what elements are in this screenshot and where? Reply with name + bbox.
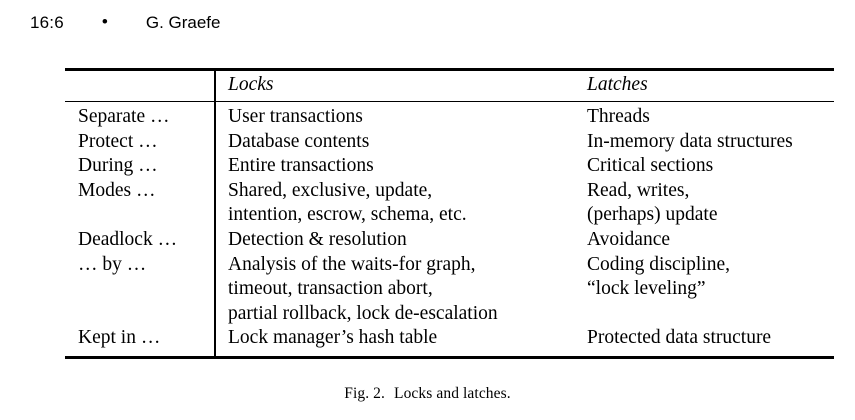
- row-latches: Protected data structure: [587, 327, 772, 349]
- table-bottom-rule: [65, 355, 834, 359]
- row-latches: Threads: [587, 106, 650, 127]
- row-aspect: Deadlock …: [78, 228, 178, 250]
- figure-caption-text: Locks and latches.: [394, 385, 511, 402]
- table-row: Modes … Shared, exclusive, update, inten…: [65, 179, 834, 228]
- table-row: Deadlock … Detection & resolution Avoida…: [65, 228, 834, 253]
- table-row: Protect … Database contents In-memory da…: [65, 130, 834, 155]
- row-aspect: Kept in …: [78, 327, 161, 349]
- row-aspect: Modes …: [78, 179, 156, 201]
- row-locks: Shared, exclusive, update, intention, es…: [228, 179, 467, 226]
- table-row: Kept in … Lock manager’s hash table Prot…: [65, 326, 834, 351]
- page-running-header: 16:6 • G. Graefe: [30, 13, 220, 33]
- row-locks: Database contents: [228, 130, 370, 152]
- comparison-table-body: Separate … User transactions Threads Pro…: [65, 102, 834, 356]
- table-top-rule: [65, 68, 834, 71]
- table-row: … by … Analysis of the waits-for graph, …: [65, 253, 834, 327]
- table-header-locks: Locks: [228, 74, 274, 95]
- row-aspect: Protect …: [78, 130, 158, 152]
- row-locks: Detection & resolution: [228, 228, 407, 250]
- author-name: G. Graefe: [145, 13, 221, 32]
- table-header-rule: [65, 101, 834, 102]
- figure-caption: Fig. 2. Locks and latches.: [0, 385, 855, 403]
- row-latches: Read, writes, (perhaps) update: [587, 179, 718, 226]
- figure-caption-label: Fig. 2.: [344, 385, 386, 402]
- table-row: During … Entire transactions Critical se…: [65, 154, 834, 179]
- comparison-table: Locks Latches: [65, 71, 834, 101]
- row-aspect: During …: [78, 155, 158, 177]
- row-latches: Coding discipline, “lock leveling”: [587, 253, 730, 300]
- row-locks: Analysis of the waits-for graph, timeout…: [228, 253, 498, 324]
- row-aspect: … by …: [78, 253, 147, 275]
- row-locks: Entire transactions: [228, 155, 374, 177]
- figure-locks-and-latches: Locks Latches Separate … User transactio…: [65, 68, 834, 359]
- table-column-divider-body: [214, 102, 216, 356]
- row-latches: Critical sections: [587, 155, 714, 177]
- table-column-divider: [214, 71, 216, 101]
- row-latches: Avoidance: [587, 228, 671, 250]
- bullet-separator-icon: •: [101, 12, 108, 31]
- row-aspect: Separate …: [78, 106, 170, 127]
- page-folio: 16:6: [30, 13, 64, 32]
- table-header-row: Locks Latches: [65, 71, 834, 101]
- row-locks: Lock manager’s hash table: [228, 327, 438, 349]
- table-header-latches: Latches: [587, 74, 648, 95]
- row-latches: In-memory data structures: [587, 130, 793, 152]
- table-row: Separate … User transactions Threads: [65, 105, 834, 130]
- row-locks: User transactions: [228, 106, 363, 127]
